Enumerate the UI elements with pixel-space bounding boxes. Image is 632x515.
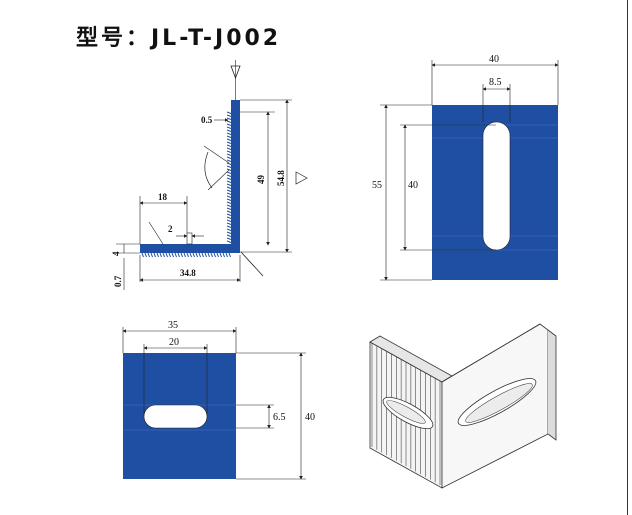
side-view: 49 54.8 0.5 18 2 4 0.7 34 [111,60,308,290]
profile-base-flange [140,244,240,253]
dim-34-8-label: 34.8 [180,268,196,278]
dim-front-8-5-label: 8.5 [489,77,502,88]
dim-54-8-label: 54.8 [276,170,286,186]
dim-bottom-20-label: 20 [169,337,179,348]
dim-4-label: 4 [111,251,121,256]
dim-front-40h-label: 40 [408,180,418,191]
front-view: 40 8.5 55 40 [372,54,559,281]
dim-18-label: 18 [158,192,168,202]
dim-bottom-35-label: 35 [168,320,178,331]
dim-front-55-label: 55 [372,180,382,191]
base-slot [186,232,193,245]
dim-front-40-label: 40 [489,54,499,65]
base-serrations [141,252,231,258]
front-slot [482,121,511,251]
isometric-view [369,323,557,489]
angle-arc [204,151,213,189]
datum-triangle [295,171,308,185]
bottom-view: 35 20 6.5 40 [122,320,315,480]
page-border-line [627,0,628,515]
dim-0-5-label: 0.5 [201,115,213,125]
wall-serrations [226,111,232,243]
dim-0-7-label: 0.7 [113,275,123,287]
model-title: 型号：JL-T-J002 [76,26,282,51]
dim-49-label: 49 [256,175,266,185]
profile-vertical-wall [231,100,240,252]
dim-2-label: 2 [168,224,173,234]
bottom-slot [143,404,208,429]
dim-bottom-6-5-label: 6.5 [273,412,286,423]
dim-bottom-40-label: 40 [305,412,315,423]
